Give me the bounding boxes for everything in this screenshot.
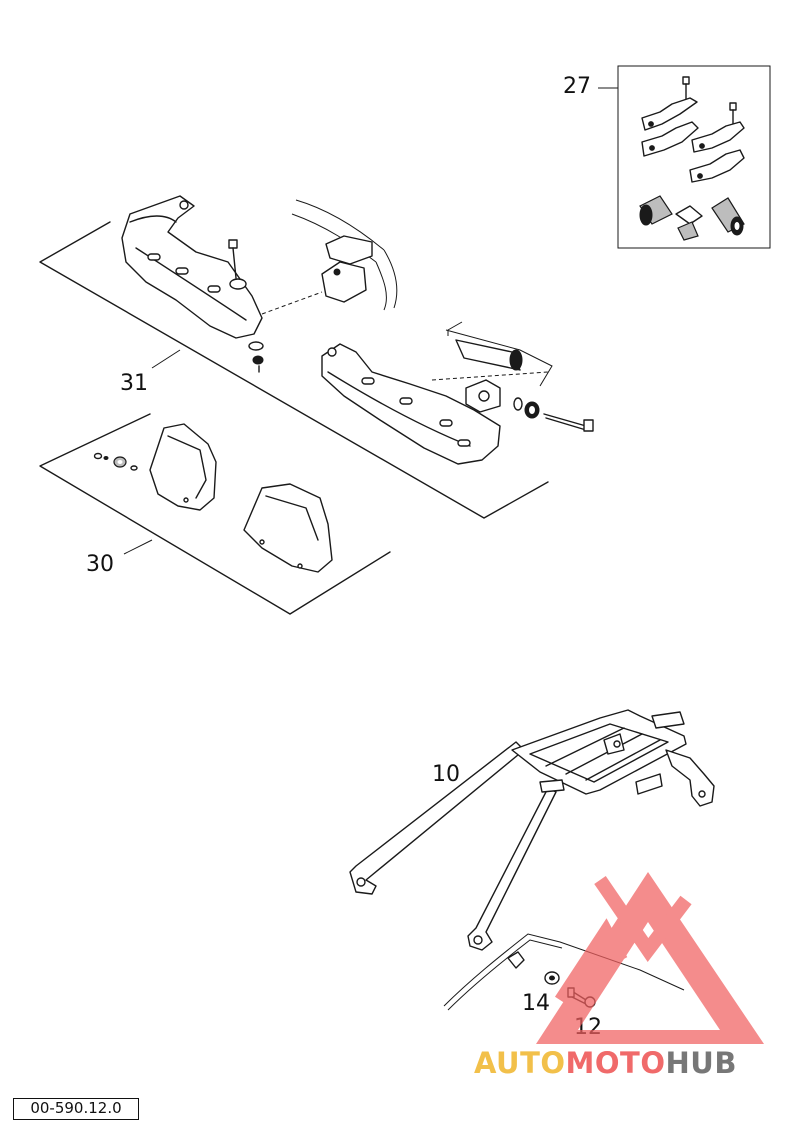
spacer-sleeve-left [639,195,673,226]
watermark-part-auto: AUTO [474,1046,566,1080]
watermark-part-moto: MOTO [565,1046,666,1080]
shield-plate-right [243,483,333,573]
handguard-left-bolt [228,239,264,373]
kit-31-leader [151,349,181,369]
watermark-part-hub: HUB [665,1046,737,1080]
spacer-wedge-1 [675,205,703,225]
spacer-wedge-2 [677,221,699,241]
carrier-mount-bracket [665,749,715,807]
triangle-mountain-icon [536,872,764,1044]
watermark-wordmark: AUTOMOTOHUB [474,1046,794,1082]
washer-14 [544,971,560,985]
bar-clamp-upper [321,235,373,303]
kit-30-leader [123,539,153,555]
kit-27-frame [617,65,771,249]
clamp-bolt-1 [682,76,690,101]
clamp-half-lower-left [641,121,699,157]
callout-31: 31 [120,371,148,396]
shield-group-30 [39,413,391,615]
callout-10: 10 [432,762,460,787]
shield-kit-plane [39,413,391,615]
shield-plate-left [149,423,217,511]
drawing-code-label: 00-590.12.0 [13,1098,139,1120]
carrier-tab-top [651,711,685,729]
handguard-left [121,195,263,339]
rear-fender-outline [443,933,685,1011]
clamp-half-upper-left [641,97,698,131]
carrier-rail-right [467,787,557,951]
carrier-tab-left [539,779,565,793]
clamp-half-upper-right [691,121,745,153]
assembly-dashed-line [261,291,323,315]
handguard-kit-plane [39,221,549,519]
rear-carrier-10 [349,709,715,951]
carrier-rail-left [349,741,525,895]
handguard-right [321,343,501,465]
carrier-tab-right [635,773,663,795]
handguard-right-clamp [465,379,594,432]
callout-27: 27 [563,74,591,99]
callout-30: 30 [86,552,114,577]
callout-14: 14 [522,991,550,1016]
handlebar-grip [455,339,523,371]
handguard-group-31 [39,195,594,519]
carrier-rack-inner [529,723,669,783]
clamp-kit-group-27 [598,65,771,249]
clamp-half-lower-right [689,149,745,183]
shield-small-hardware [93,452,138,471]
spacer-sleeve-right [711,197,745,236]
